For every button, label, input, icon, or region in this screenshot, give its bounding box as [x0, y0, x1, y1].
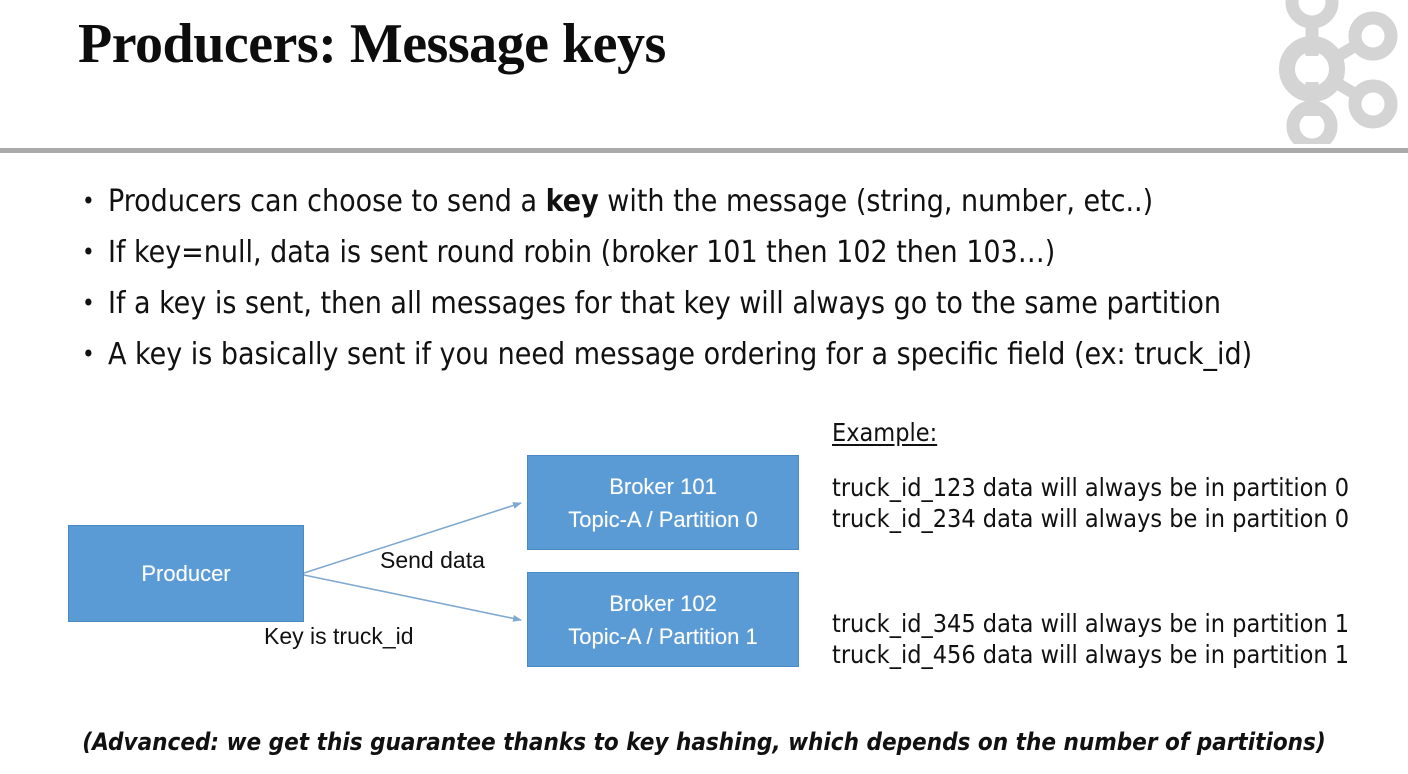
diagram-arrows	[303, 502, 522, 622]
title-divider	[0, 148, 1408, 153]
bullet-list: Producers can choose to send a key with …	[76, 176, 1396, 380]
bullet-text: Producers can choose to send a	[108, 184, 546, 219]
bullet-item: A key is basically sent if you need mess…	[76, 329, 1396, 380]
broker-102-partition: Topic-A / Partition 1	[568, 623, 758, 649]
broker-102-title: Broker 102	[609, 590, 717, 616]
send-data-label: Send data	[380, 547, 485, 573]
example-line: truck_id_456 data will always be in part…	[832, 640, 1350, 669]
bullet-text: A key is basically sent if you need mess…	[108, 337, 1253, 372]
example-heading: Example:	[832, 418, 938, 447]
broker-101-partition: Topic-A / Partition 0	[568, 506, 758, 532]
broker-102-node[interactable]: Broker 102 Topic-A / Partition 1	[527, 572, 799, 667]
bullet-item: If key=null, data is sent round robin (b…	[76, 227, 1396, 278]
bullet-text: If a key is sent, then all messages for …	[108, 286, 1221, 321]
arrow-to-broker-101	[303, 502, 522, 574]
producer-label: Producer	[141, 561, 231, 586]
example-group-partition-1: truck_id_345 data will always be in part…	[832, 608, 1392, 670]
broker-101-node[interactable]: Broker 101 Topic-A / Partition 0	[527, 455, 799, 550]
key-is-truck-id-label: Key is truck_id	[264, 623, 414, 649]
footer-note: (Advanced: we get this guarantee thanks …	[82, 728, 1326, 756]
producer-node[interactable]: Producer	[68, 525, 304, 622]
producer-broker-diagram: Producer Broker 101 Topic-A / Partition …	[0, 390, 1408, 700]
page-title: Producers: Message keys	[78, 13, 666, 75]
broker-101-title: Broker 101	[609, 473, 717, 499]
bullet-text-tail: with the message (string, number, etc..)	[598, 184, 1154, 219]
example-group-partition-0: truck_id_123 data will always be in part…	[832, 472, 1392, 534]
bullet-item: If a key is sent, then all messages for …	[76, 278, 1396, 329]
bullet-item: Producers can choose to send a key with …	[76, 176, 1396, 227]
example-panel: Example: truck_id_123 data will always b…	[832, 418, 1392, 670]
example-line: truck_id_345 data will always be in part…	[832, 609, 1350, 638]
example-line: truck_id_123 data will always be in part…	[832, 473, 1350, 502]
kafka-logo-icon	[1279, 0, 1398, 144]
example-line: truck_id_234 data will always be in part…	[832, 504, 1350, 533]
bullet-text: If key=null, data is sent round robin (b…	[108, 235, 1056, 270]
arrow-to-broker-102	[303, 574, 522, 622]
bullet-emphasis: key	[545, 184, 599, 219]
